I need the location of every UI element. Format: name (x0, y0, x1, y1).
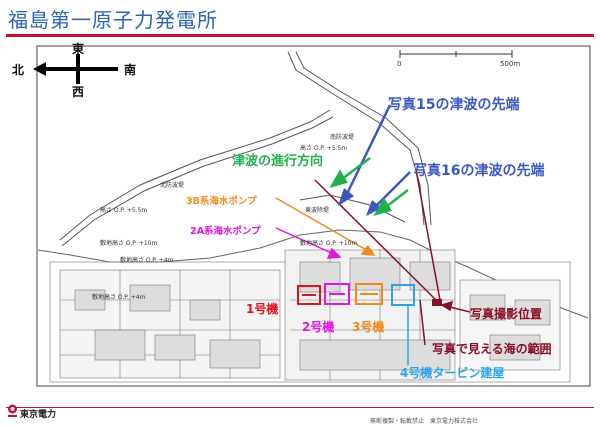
north-breakwater (59, 109, 334, 247)
photo15-arrow (338, 104, 392, 206)
scale-end-label: 500m (500, 60, 521, 68)
compass-east-label: 東 (72, 42, 85, 56)
photo-position-leader (440, 300, 471, 313)
unit2-outline (324, 283, 350, 305)
unit1-label: 1号機 (246, 302, 279, 316)
south-breakwater (287, 51, 432, 226)
plant-site (49, 249, 571, 383)
south-breakwater-height: 高さ O.P. +5.5m (300, 145, 348, 152)
north-breakwater-height: 高さ O.P. +5.5m (100, 207, 148, 214)
map-frame (36, 45, 591, 387)
north-breakwater-label: 北防波堤 (160, 182, 185, 189)
pump-2a-label: 2A系海水ポンプ (190, 226, 261, 237)
compass-rose (33, 54, 118, 84)
sea-range-leader (419, 299, 426, 346)
compass-south-label: 南 (124, 63, 137, 77)
ground-height-4m-b: 敷地高さ O.P. +4m (92, 294, 146, 301)
photo16-arrow (366, 171, 411, 216)
unit3-label: 3号機 (352, 320, 385, 334)
east-breakwall (299, 194, 406, 223)
ground-height-4m-a: 敷地高さ O.P. +4m (120, 257, 174, 264)
pump-3b-label: 3B系海水ポンプ (186, 196, 257, 207)
unit2-label: 2号機 (302, 320, 335, 334)
compass-north-label: 北 (12, 63, 25, 77)
pump-2a-leader (275, 227, 342, 259)
unit4-outline (391, 284, 415, 306)
photo16-label: 写真16の津波の先端 (413, 163, 545, 179)
photo-position-label: 写真撮影位置 (470, 307, 543, 321)
copyright-notice: 無断複製・転載禁止 東京電力株式会社 (370, 418, 479, 425)
title-underline (6, 34, 594, 37)
pump-3b-leader (275, 197, 376, 256)
unit4-turbine-label: 4号機タービン建屋 (400, 366, 505, 380)
unit1-outline (297, 285, 321, 305)
tsunami-direction-arrows (329, 157, 409, 217)
scale-bar (399, 50, 513, 58)
scale-start-label: 0 (397, 60, 402, 68)
photo15-label: 写真15の津波の先端 (388, 97, 520, 113)
page-title: 福島第一原子力発電所 (8, 8, 218, 32)
ground-height-10m-b: 敷地高さ O.P. +10m (300, 240, 358, 247)
tepco-logo-icon (8, 404, 17, 417)
compass-west-label: 西 (72, 85, 85, 99)
ground-height-10m-a: 敷地高さ O.P. +10m (100, 240, 158, 247)
footer-rule (6, 407, 594, 408)
unit3-outline (355, 283, 383, 305)
sea-range-label: 写真で見える海の範囲 (432, 342, 552, 356)
sea-range-lines (314, 169, 441, 301)
east-breakwall-label: 東波除堤 (305, 207, 330, 214)
company-name: 東京電力 (20, 410, 57, 420)
south-breakwater-label: 南防波堤 (330, 134, 355, 141)
tsunami-direction-label: 津波の進行方向 (232, 154, 324, 169)
photo-position-marker (432, 299, 442, 306)
